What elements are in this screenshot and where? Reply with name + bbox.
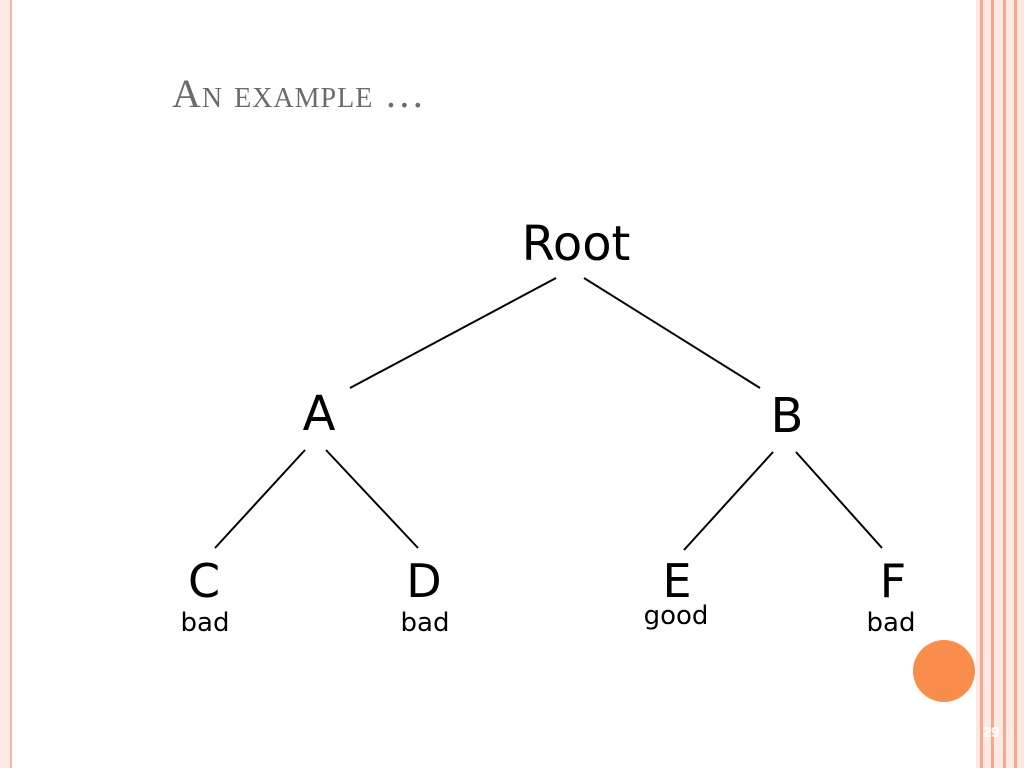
edge-root-b (583, 277, 761, 389)
edge-root-a (349, 277, 557, 389)
node-root: Root (522, 216, 631, 272)
node-a: A (303, 386, 336, 442)
accent-circle (913, 640, 975, 702)
node-f-status: bad (867, 608, 916, 638)
node-c-status: bad (181, 608, 230, 638)
right-decorative-band (976, 0, 1024, 768)
left-decorative-band (0, 0, 12, 768)
edge-b-e (683, 451, 774, 551)
node-d-status: bad (401, 608, 450, 638)
edge-a-c (214, 449, 306, 549)
edge-b-f (795, 451, 883, 549)
slide-number: 29 (982, 724, 1000, 741)
node-e-status: good (644, 601, 709, 631)
edge-a-d (325, 449, 419, 549)
node-e: E (662, 554, 691, 608)
node-b: B (771, 388, 804, 444)
slide-content (14, 0, 976, 768)
node-c: C (188, 554, 220, 608)
slide-title: An example … (172, 71, 426, 116)
node-f: F (880, 554, 906, 608)
node-d: D (406, 554, 441, 608)
